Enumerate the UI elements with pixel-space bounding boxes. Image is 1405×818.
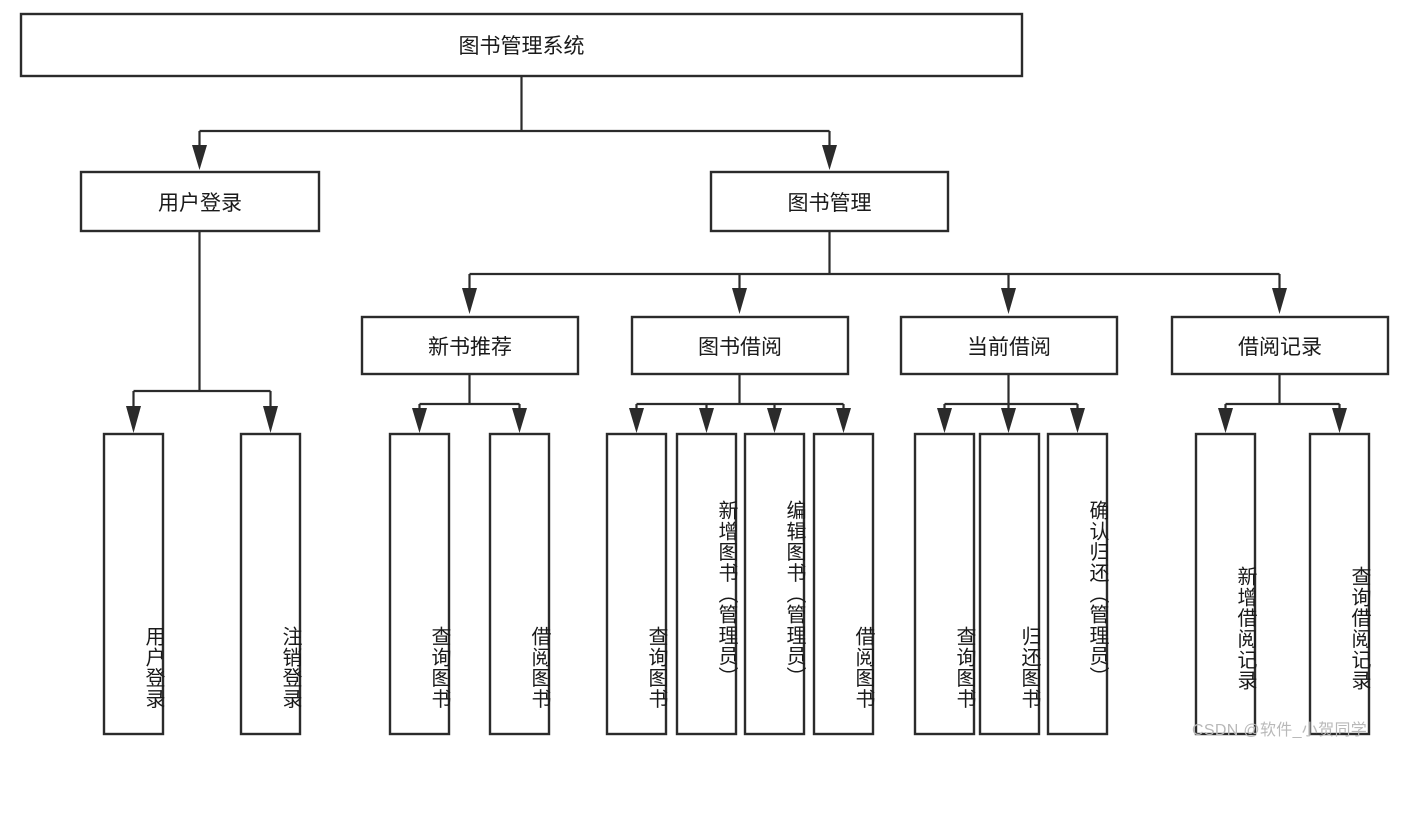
connector-group-user-login xyxy=(126,231,278,433)
connector-group-book-mgmt xyxy=(462,231,1287,314)
node-book-borrow-box[interactable] xyxy=(630,315,850,376)
node-borrow-record-box[interactable] xyxy=(1170,315,1390,376)
node-leaf-bb-edit-box[interactable] xyxy=(743,432,806,736)
arrow-newbook-to-query xyxy=(412,408,427,433)
node-leaf-bb-add-box[interactable] xyxy=(675,432,738,736)
arrow-record-to-query xyxy=(1332,408,1347,433)
node-leaf-cb-confirm-box[interactable] xyxy=(1046,432,1109,736)
node-new-book-box[interactable] xyxy=(360,315,580,376)
arrow-borrow-to-query xyxy=(629,408,644,433)
arrow-bookmgmt-to-newbook xyxy=(462,288,477,314)
connector-group-book-borrow xyxy=(629,374,851,433)
connector-group-root xyxy=(192,76,837,170)
connector-group-current-borrow xyxy=(937,374,1085,433)
flowchart-canvas: 图书管理系统 用户登录 图书管理 新书推荐 图书借阅 当前借阅 借阅记录 用户登… xyxy=(19,12,1390,739)
node-leaf-nb-query-box[interactable] xyxy=(388,432,451,736)
node-book-mgmt-box[interactable] xyxy=(709,170,950,233)
node-leaf-user-login-box[interactable] xyxy=(102,432,165,736)
node-current-borrow-box[interactable] xyxy=(899,315,1119,376)
arrow-borrow-to-lend xyxy=(836,408,851,433)
arrow-login-to-logout xyxy=(263,406,278,433)
arrow-login-to-userlogin xyxy=(126,406,141,433)
arrow-root-to-bookmgmt xyxy=(822,145,837,170)
arrow-borrow-to-add xyxy=(699,408,714,433)
arrow-bookmgmt-to-current xyxy=(1001,288,1016,314)
flowchart-svg xyxy=(19,12,1390,736)
connector-group-new-book xyxy=(412,374,527,433)
arrow-bookmgmt-to-borrow xyxy=(732,288,747,314)
csdn-watermark: CSDN @软件_小贺同学 xyxy=(1192,722,1368,739)
arrow-record-to-add xyxy=(1218,408,1233,433)
node-leaf-bb-query-box[interactable] xyxy=(605,432,668,736)
arrow-bookmgmt-to-record xyxy=(1272,288,1287,314)
node-leaf-br-add-box[interactable] xyxy=(1194,432,1257,736)
node-leaf-nb-borrow-box[interactable] xyxy=(488,432,551,736)
arrow-root-to-login xyxy=(192,145,207,170)
arrow-borrow-to-edit xyxy=(767,408,782,433)
arrow-newbook-to-borrow xyxy=(512,408,527,433)
arrow-current-to-query xyxy=(937,408,952,433)
node-leaf-cb-query-box[interactable] xyxy=(913,432,976,736)
arrow-current-to-return xyxy=(1001,408,1016,433)
node-leaf-br-query-box[interactable] xyxy=(1308,432,1371,736)
arrow-current-to-confirm xyxy=(1070,408,1085,433)
node-root-box[interactable] xyxy=(19,12,1024,78)
node-leaf-cb-return-box[interactable] xyxy=(978,432,1041,736)
node-leaf-bb-lend-box[interactable] xyxy=(812,432,875,736)
node-user-login-box[interactable] xyxy=(79,170,321,233)
node-leaf-logout-box[interactable] xyxy=(239,432,302,736)
connector-group-borrow-record xyxy=(1218,374,1347,433)
